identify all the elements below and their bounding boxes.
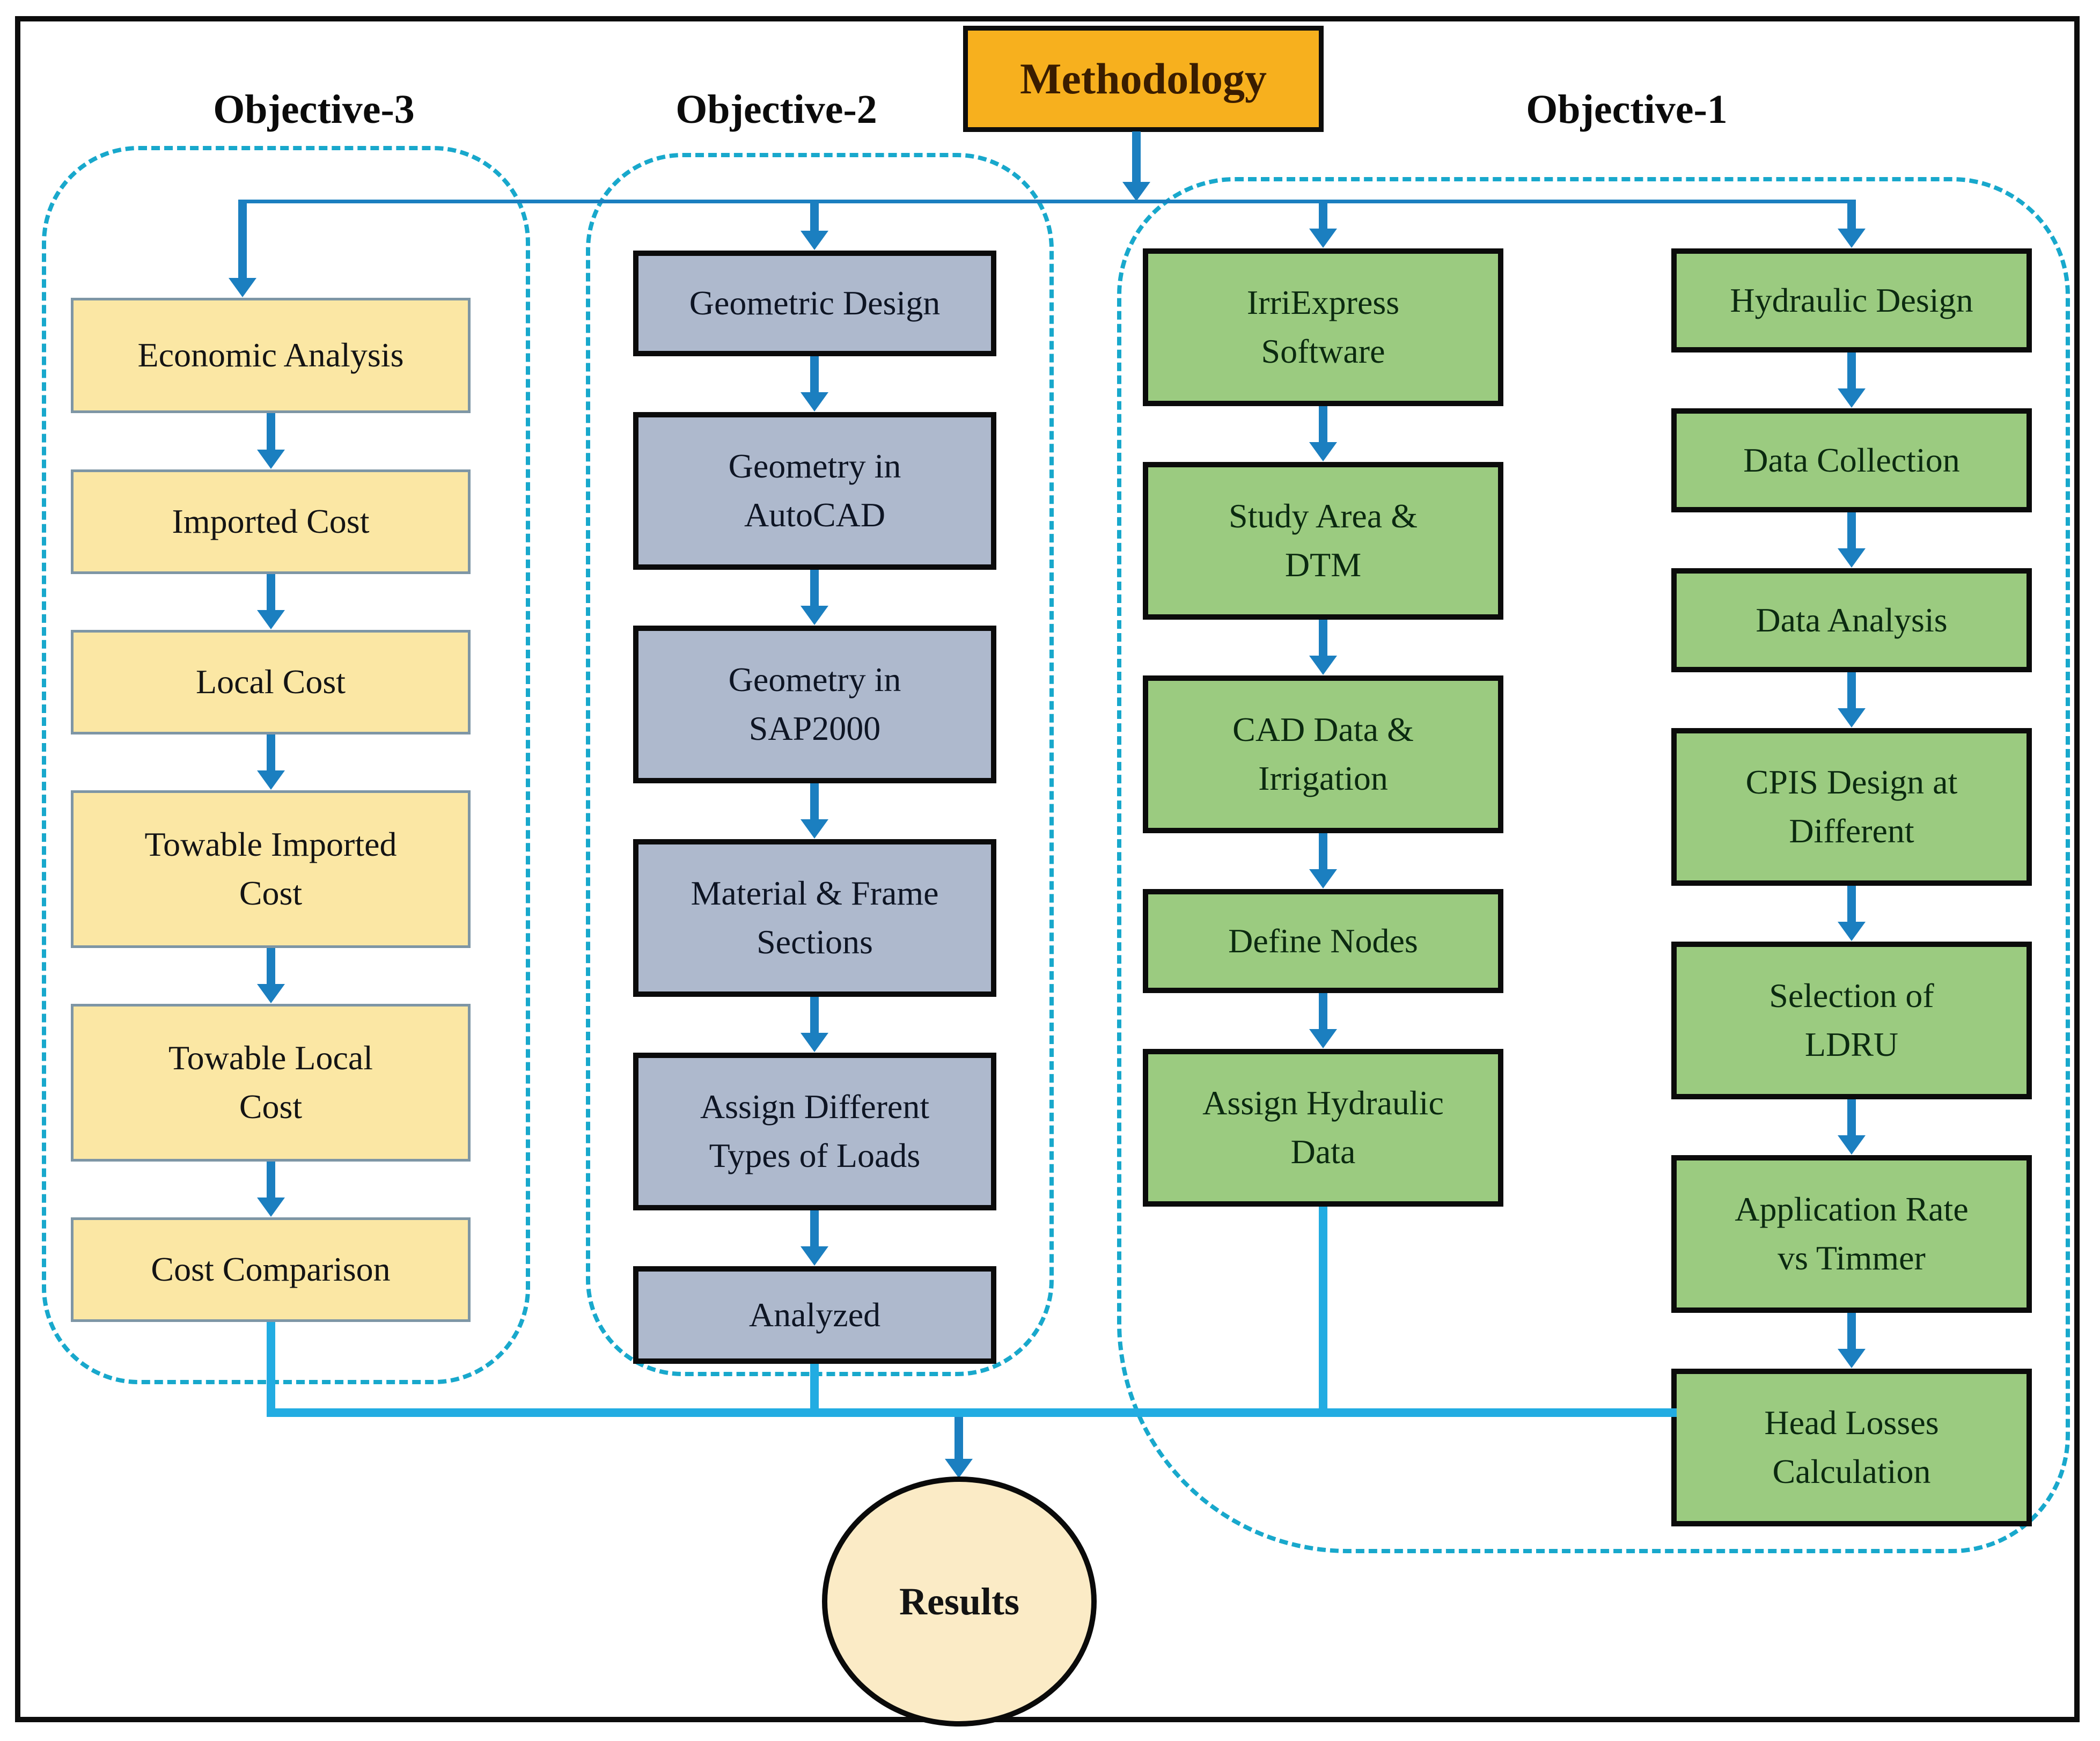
flow-arrow [1838, 672, 1866, 728]
objective-3-group [42, 146, 530, 1384]
flow-arrow [801, 570, 828, 625]
node-cad-data-irrigation: CAD Data & Irrigation [1143, 675, 1503, 833]
flow-arrow [257, 413, 285, 469]
results-bus-line [267, 1408, 1677, 1417]
flow-arrow [1838, 1099, 1866, 1155]
node-assign-load-types: Assign Different Types of Loads [633, 1053, 996, 1210]
flow-arrow [257, 1162, 285, 1217]
node-cost-comparison: Cost Comparison [71, 1217, 471, 1322]
node-towable-local-cost: Towable Local Cost [71, 1004, 471, 1162]
node-geometric-design: Geometric Design [633, 251, 996, 356]
figure-frame [15, 16, 2080, 1722]
node-material-frame-sections: Material & Frame Sections [633, 839, 996, 997]
node-data-collection: Data Collection [1671, 408, 2032, 512]
distribution-line [243, 200, 1851, 203]
node-head-losses-calculation: Head Losses Calculation [1671, 1369, 2032, 1526]
node-study-area-dtm: Study Area & DTM [1143, 462, 1503, 620]
drop-arrow-objective1-left [1309, 200, 1337, 248]
drop-arrow-objective1-right [1838, 200, 1866, 248]
flow-arrow [1838, 352, 1866, 408]
node-application-rate-timer: Application Rate vs Timmer [1671, 1155, 2032, 1313]
drop-arrow-objective2 [801, 200, 828, 250]
flow-arrow [801, 356, 828, 412]
flow-arrow [1838, 512, 1866, 568]
flow-arrow [257, 734, 285, 790]
bus-stub-objective3 [267, 1322, 275, 1417]
bus-stub-objective2 [810, 1364, 819, 1417]
flow-arrow [1309, 833, 1337, 888]
node-economic-analysis: Economic Analysis [71, 298, 471, 413]
objective-1-heading: Objective-1 [1526, 87, 1728, 132]
flow-arrow [257, 574, 285, 629]
objective-2-group [586, 153, 1054, 1376]
methodology-node: Methodology [963, 26, 1324, 132]
methodology-stem-arrow [1122, 131, 1150, 201]
objective-1-group [1117, 177, 2070, 1553]
results-node: Results [822, 1476, 1097, 1727]
node-hydraulic-design: Hydraulic Design [1671, 248, 2032, 352]
flow-arrow [801, 997, 828, 1052]
flow-arrow [1838, 1313, 1866, 1368]
flow-arrow [257, 948, 285, 1003]
node-towable-imported-cost: Towable Imported Cost [71, 790, 471, 948]
node-assign-hydraulic-data: Assign Hydraulic Data [1143, 1049, 1503, 1207]
flow-arrow [1309, 993, 1337, 1048]
node-data-analysis: Data Analysis [1671, 568, 2032, 672]
node-irriexpress-software: IrriExpress Software [1143, 248, 1503, 406]
node-geometry-sap2000: Geometry in SAP2000 [633, 626, 996, 783]
node-selection-ldru: Selection of LDRU [1671, 942, 2032, 1099]
node-cpis-design: CPIS Design at Different [1671, 728, 2032, 886]
results-arrow [945, 1417, 973, 1478]
node-analyzed: Analyzed [633, 1266, 996, 1364]
flow-arrow [801, 1210, 828, 1266]
node-geometry-autocad: Geometry in AutoCAD [633, 412, 996, 570]
drop-arrow-objective3 [229, 200, 256, 297]
node-imported-cost: Imported Cost [71, 469, 471, 574]
objective-3-heading: Objective-3 [213, 87, 415, 132]
flow-arrow [1309, 620, 1337, 675]
flow-arrow [1309, 406, 1337, 461]
objective-2-heading: Objective-2 [675, 87, 877, 132]
bus-stub-objective1 [1319, 1207, 1327, 1417]
flow-arrow [1838, 886, 1866, 941]
flow-arrow [801, 783, 828, 839]
node-local-cost: Local Cost [71, 630, 471, 734]
node-define-nodes: Define Nodes [1143, 889, 1503, 993]
